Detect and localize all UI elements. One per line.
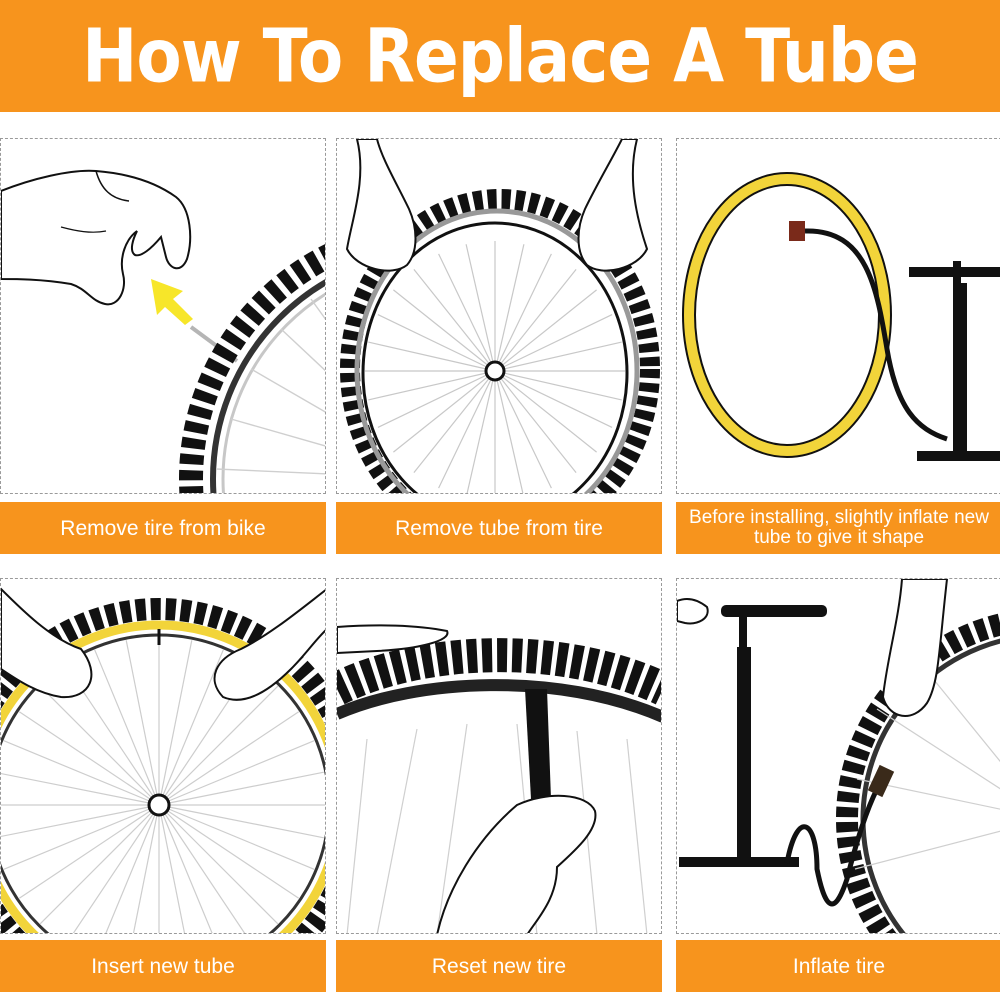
tire-lever-icon — [525, 689, 551, 799]
wheel-spoke — [158, 804, 324, 839]
wheel-spoke — [158, 649, 224, 806]
step-caption-text: Remove tube from tire — [395, 516, 603, 540]
wheel-spoke — [494, 314, 613, 372]
step-insert-new-tube: Insert new tube — [0, 578, 326, 992]
wheel-spoke — [39, 685, 160, 806]
wheel-spoke — [39, 804, 160, 925]
step-reset-new-tire: Reset new tire — [336, 578, 662, 992]
wheel-spoke — [158, 804, 300, 899]
step-caption-text: Inflate tire — [792, 954, 886, 978]
wheel-spoke — [413, 370, 496, 473]
step-caption: Remove tire from bike — [0, 502, 326, 554]
wheel-spoke — [494, 244, 525, 372]
step-remove-tube: Remove tube from tire — [336, 138, 662, 554]
wheel-spoke — [393, 370, 496, 453]
wheel-spoke — [494, 370, 577, 473]
wheel-spoke — [368, 370, 496, 401]
step-caption: Insert new tube — [0, 940, 326, 992]
arrow-icon — [151, 279, 193, 325]
wheel-spoke — [368, 341, 496, 372]
step-illustration — [336, 578, 662, 934]
pump-icon — [909, 261, 1000, 461]
wheel-spoke — [158, 711, 300, 806]
wheel-spoke — [494, 370, 552, 489]
title-banner: How To Replace A Tube — [0, 0, 1000, 112]
wheel-spoke — [377, 314, 496, 372]
wheel-spoke — [72, 804, 160, 933]
insert-new-tube-illustration — [1, 587, 325, 933]
wheel-spoke — [158, 804, 186, 933]
remove-tire-illustration — [1, 169, 325, 493]
wheel-spoke — [94, 649, 160, 806]
wheel-spoke — [158, 804, 315, 870]
wheel-spoke — [158, 740, 315, 806]
wheel-spoke — [132, 804, 160, 933]
step-illustration — [0, 138, 326, 494]
remove-tube-illustration — [340, 139, 660, 493]
wheel-spoke — [158, 804, 213, 933]
wheel-spoke — [18, 804, 160, 899]
wheel-spoke — [105, 804, 160, 933]
wheel-spoke — [494, 289, 597, 372]
wheel-spoke — [413, 269, 496, 372]
inflate-tire-illustration — [677, 579, 1000, 933]
step-inflate-new-tube: Before installing, slightly inflate new … — [676, 138, 1000, 554]
step-caption: Inflate tire — [676, 940, 1000, 992]
wheel-spoke — [494, 370, 613, 428]
wheel-spoke — [158, 685, 279, 806]
wheel-spoke — [3, 740, 160, 806]
page-title: How To Replace A Tube — [82, 12, 919, 100]
reset-new-tire-illustration — [337, 624, 661, 933]
wheel-spoke — [466, 370, 496, 493]
step-remove-tire: Remove tire from bike — [0, 138, 326, 554]
step-caption-text: Reset new tire — [431, 954, 567, 978]
wheel-spoke — [393, 289, 496, 372]
step-caption: Before installing, slightly inflate new … — [676, 502, 1000, 554]
wheel-spoke — [18, 711, 160, 806]
wheel-spoke — [158, 804, 246, 933]
wheel-spoke — [494, 269, 577, 372]
wheel-spoke — [494, 370, 524, 493]
step-illustration — [0, 578, 326, 934]
wheel-spoke — [465, 244, 496, 372]
pump-icon — [679, 605, 827, 867]
wheel-spoke — [494, 370, 622, 401]
step-caption: Remove tube from tire — [336, 502, 662, 554]
wheel-spoke — [158, 640, 193, 806]
wheel-spoke — [3, 804, 160, 870]
wheel-spoke — [1, 772, 160, 806]
wheel-spoke — [494, 341, 622, 372]
wheel-spoke — [438, 253, 496, 372]
step-caption-text: Before installing, slightly inflate new … — [689, 507, 989, 548]
wheel-spoke — [438, 370, 496, 489]
wheel-spoke — [494, 370, 597, 453]
step-inflate-tire: Inflate tire — [676, 578, 1000, 992]
wheel-spoke — [125, 640, 160, 806]
step-caption: Reset new tire — [336, 940, 662, 992]
wheel-spoke — [158, 804, 279, 925]
step-illustration — [336, 138, 662, 494]
inflate-new-tube-illustration — [682, 172, 1000, 461]
wheel-spoke — [1, 804, 160, 838]
step-caption-text: Remove tire from bike — [60, 516, 266, 540]
step-caption-text: Insert new tube — [91, 954, 235, 978]
wheel-spoke — [494, 253, 552, 372]
wheel-spoke — [158, 771, 324, 806]
step-illustration — [676, 138, 1000, 494]
step-illustration — [676, 578, 1000, 934]
wheel-spoke — [377, 370, 496, 428]
